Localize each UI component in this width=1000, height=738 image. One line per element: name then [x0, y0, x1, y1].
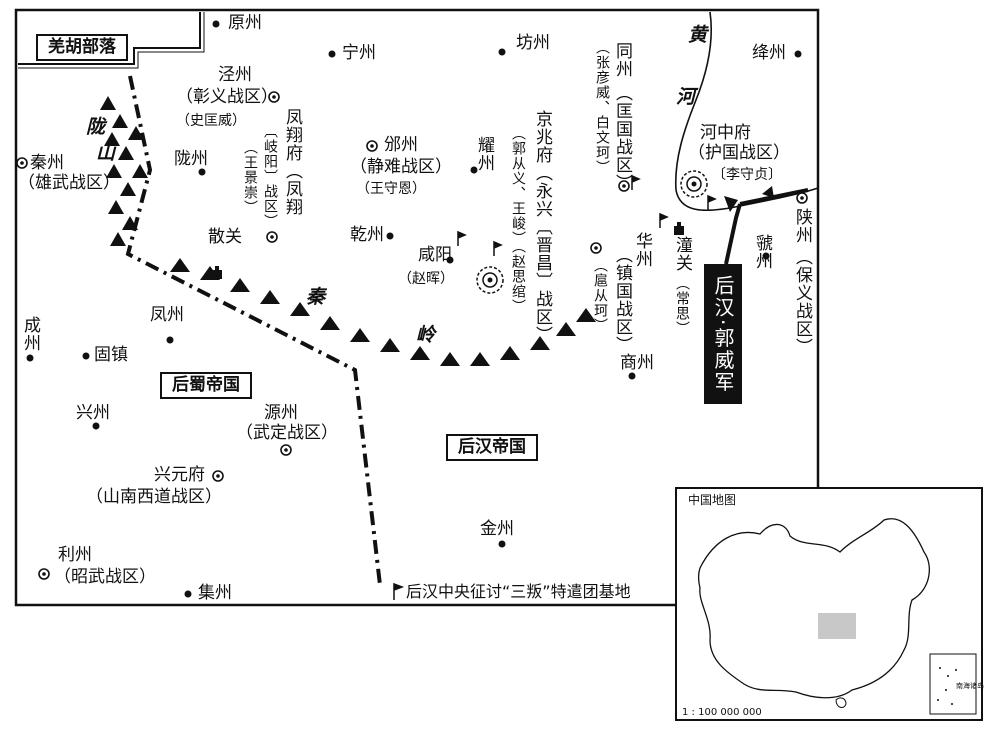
- place-guozhou: 虢州: [752, 234, 772, 270]
- zone-capital-centers: [20, 95, 804, 576]
- place-fangzhou: 坊州: [516, 33, 550, 53]
- inset-sea-label: 南海诸岛: [956, 682, 984, 690]
- place-yuanzhou2: 源州: [264, 403, 298, 423]
- army-banner: 后汉·郭威军: [704, 264, 742, 404]
- place-shanzhou-zone: （保义战区）: [792, 248, 812, 356]
- place-hezhongfu: 河中府: [700, 123, 751, 143]
- south-sea-islands: [937, 667, 957, 705]
- place-qinzhou-zone: （雄武战区）: [18, 173, 120, 193]
- place-fengzhou: 凤州: [150, 305, 184, 325]
- place-xingyuanfu-zone: （山南西道战区）: [86, 487, 222, 507]
- place-tongzhou-zone: （匡国战区）: [612, 84, 632, 192]
- yellow-river: [674, 11, 819, 212]
- place-ningzhou: 宁州: [342, 43, 376, 63]
- place-qinzhou: 秦州: [30, 153, 64, 173]
- place-hezhongfu-cmd: 〔李守贞〕: [712, 167, 782, 183]
- army-arrowhead-2-icon: [762, 186, 774, 198]
- qinling-mountains: [170, 258, 596, 366]
- south-sea-box: [929, 653, 977, 715]
- state-border: [125, 75, 382, 586]
- place-yuanzhou: 原州: [228, 13, 262, 33]
- place-jizhou: 集州: [198, 583, 232, 603]
- china-outline: [697, 518, 930, 699]
- pass-markers: [212, 222, 684, 279]
- legend-flag-label: 后汉中央征讨“三叛”特遣团基地: [406, 582, 631, 601]
- place-hezhongfu-zone: （护国战区）: [688, 143, 790, 163]
- longshan-mountains: [100, 96, 148, 246]
- place-fengxiang-a: 凤翔府（凤翔: [282, 108, 302, 216]
- qianghu-border: [18, 12, 201, 65]
- place-jingzhou: 泾州: [218, 65, 252, 85]
- place-binzhou: 邠州: [384, 135, 418, 155]
- huanghe-label-2: 河: [676, 86, 696, 108]
- place-jingzhaofu-a: 京兆府（永兴〔晋昌〕战区）: [532, 110, 552, 344]
- place-jingzhou-zone: （彰义战区）: [176, 87, 278, 107]
- siege-hezhongfu-icon: [680, 170, 708, 198]
- town-dots: [26, 20, 802, 598]
- place-tongguan-cmd: （常思）: [674, 276, 690, 336]
- place-qianzhou: 乾州: [350, 225, 384, 245]
- place-jingzhou-cmd: （史匡威）: [176, 113, 246, 129]
- huanghe-label-1: 黄: [688, 24, 708, 46]
- place-jiangzhou: 绛州: [752, 43, 786, 63]
- place-xianyang: 咸阳: [418, 245, 452, 265]
- place-chengzhou: 成州: [20, 316, 40, 352]
- place-tongguan: 潼关: [672, 236, 692, 272]
- inset-scale: 1 : 100 000 000: [682, 707, 762, 718]
- place-yuanzhou2-zone: （武定战区）: [236, 423, 338, 443]
- place-guzhen: 固镇: [94, 345, 128, 365]
- army-arrowhead-icon: [724, 196, 738, 212]
- place-fengxiang-cmd: （王景崇）: [242, 140, 258, 215]
- inset-title: 中国地图: [688, 493, 737, 507]
- place-jinzhou: 金州: [480, 519, 514, 539]
- hainan-outline: [835, 697, 847, 708]
- flag-icons: [393, 174, 717, 600]
- place-jingzhaofu-cmd: （郭从义、王峻）（赵思绾）: [510, 126, 526, 314]
- place-xianyang-cmd: （赵晖）: [398, 271, 454, 287]
- place-huazhou-zone: （镇国战区）: [612, 246, 632, 354]
- longshan-label-1: 陇: [86, 116, 106, 138]
- place-fengxiang-b: 〔岐阳〕战区）: [262, 124, 278, 229]
- army-route: [724, 188, 809, 265]
- place-shangzhou: 商州: [620, 353, 654, 373]
- place-xingyuanfu: 兴元府: [154, 465, 205, 485]
- zone-capitals: [16, 91, 808, 580]
- place-lizhou: 利州: [58, 545, 92, 565]
- region-later-shu: 后蜀帝国: [160, 372, 252, 399]
- qinling-label-1: 秦: [306, 286, 326, 308]
- place-tongzhou: 同州: [612, 42, 632, 78]
- region-qianghu: 羌胡部落: [36, 34, 128, 61]
- siege-jingzhaofu-icon: [476, 266, 504, 294]
- place-tongzhou-cmd: （张彦威、白文珂）: [594, 40, 610, 175]
- place-lizhou-zone: （昭武战区）: [54, 567, 156, 587]
- place-shanzhou: 陕州: [792, 208, 812, 244]
- longshan-label-2: 山: [96, 142, 116, 164]
- place-binzhou-zone: （静难战区）: [350, 157, 452, 177]
- place-binzhou-cmd: （王守恩）: [356, 181, 426, 197]
- place-yaozhou: 耀州: [474, 136, 494, 172]
- place-sanguan: 散关: [208, 227, 242, 247]
- place-huazhou: 华州: [632, 232, 652, 268]
- region-later-han: 后汉帝国: [446, 434, 538, 461]
- qianghu-border-inner: [18, 12, 205, 69]
- place-longzhou: 陇州: [174, 149, 208, 169]
- place-huazhou-cmd: （扈从珂）: [592, 258, 608, 333]
- region-highlight: [818, 613, 856, 639]
- place-xingzhou: 兴州: [76, 403, 110, 423]
- qinling-label-2: 岭: [416, 324, 436, 346]
